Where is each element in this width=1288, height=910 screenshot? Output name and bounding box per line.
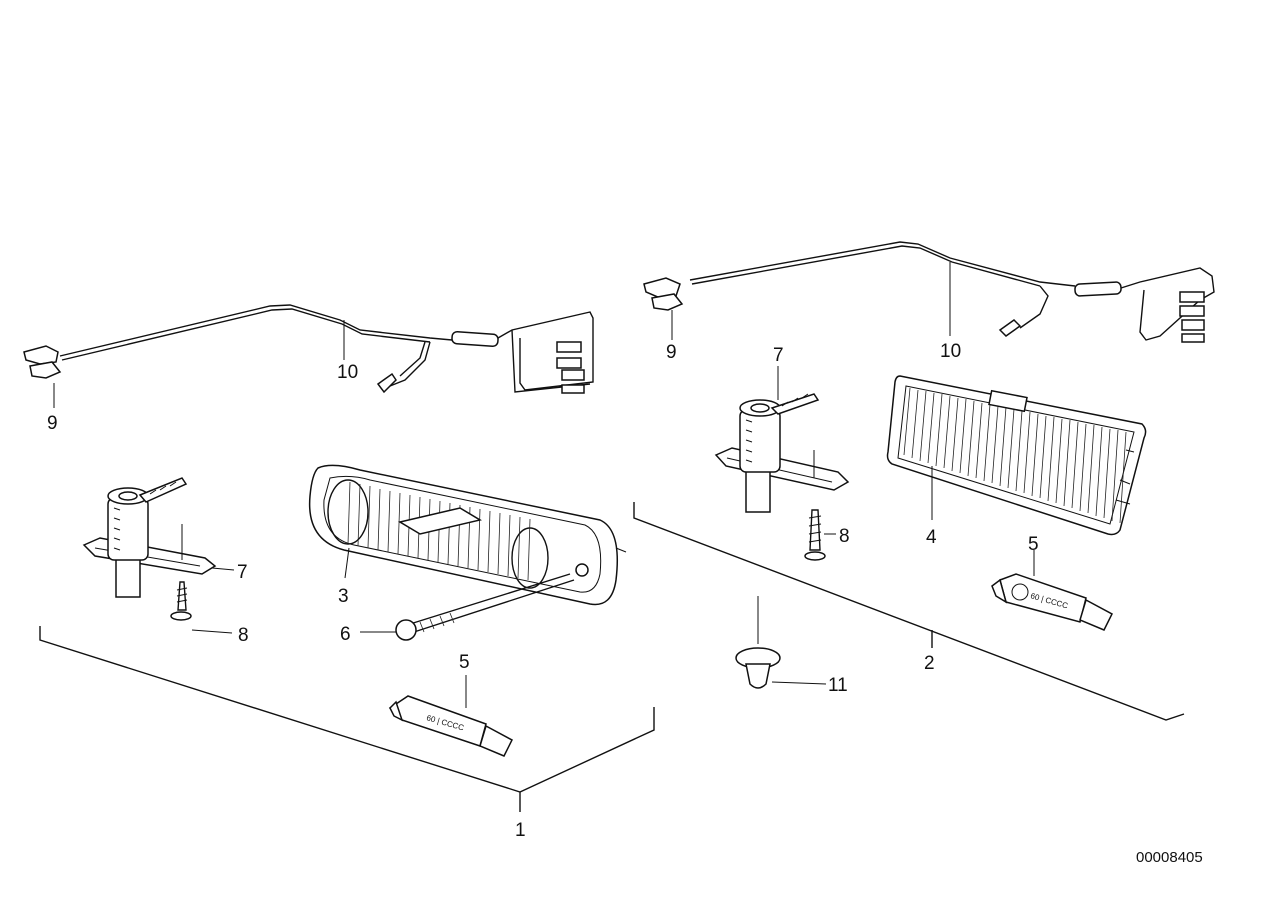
assembly-bracket-1 xyxy=(39,626,655,812)
screw-left xyxy=(170,524,233,634)
diagram-code: 00008405 xyxy=(1136,849,1203,866)
screw-6 xyxy=(360,573,575,641)
callout-5-left: 5 xyxy=(459,652,470,673)
lamp-lens-cover xyxy=(886,375,1147,536)
callout-5-right: 5 xyxy=(1028,534,1039,555)
callout-11: 11 xyxy=(828,675,848,696)
screw-right xyxy=(804,450,836,561)
callout-8-left: 8 xyxy=(238,625,249,646)
callout-8-right: 8 xyxy=(839,526,850,547)
callout-10-right: 10 xyxy=(940,341,961,362)
lamp-housing xyxy=(308,464,627,606)
wiring-harness-left xyxy=(23,304,594,394)
lamp-socket-left xyxy=(82,477,217,598)
callout-7-left: 7 xyxy=(237,562,248,583)
callout-7-right: 7 xyxy=(773,345,784,366)
wiring-harness-right xyxy=(643,241,1215,343)
callout-2: 2 xyxy=(924,653,935,674)
callout-4: 4 xyxy=(926,527,937,548)
clip-11 xyxy=(735,596,827,689)
callout-9-right: 9 xyxy=(666,342,677,363)
callout-9-left: 9 xyxy=(47,413,58,434)
lamp-socket-right xyxy=(714,393,850,513)
bulb-right: 60 | CCCC xyxy=(991,550,1113,631)
callout-1: 1 xyxy=(515,820,526,841)
bulb-left: 60 | CCCC xyxy=(388,675,513,757)
assembly-bracket-2 xyxy=(633,502,1185,721)
callout-6: 6 xyxy=(340,624,351,645)
callout-3: 3 xyxy=(338,586,349,607)
callout-10-left: 10 xyxy=(337,362,358,383)
